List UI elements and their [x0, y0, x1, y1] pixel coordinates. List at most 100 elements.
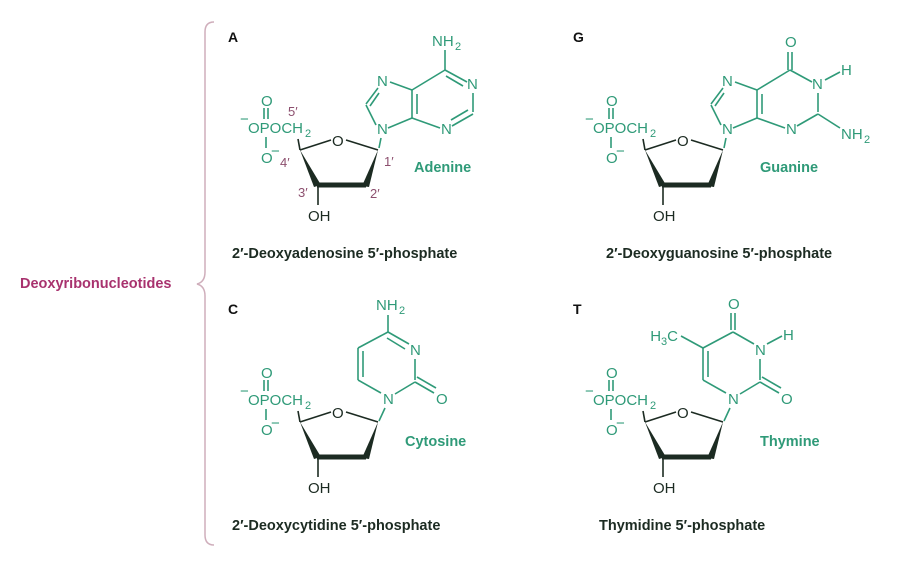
nitrogen-label: N	[722, 121, 733, 138]
oxygen-label: O	[606, 422, 618, 439]
bond	[444, 69, 468, 83]
phosphate-label: OPOCH	[248, 392, 303, 409]
bond	[365, 104, 377, 126]
bond	[759, 381, 780, 394]
oxygen-label: O	[781, 391, 793, 408]
oxygen-label: O	[606, 365, 618, 382]
oxygen-label: O	[436, 391, 448, 408]
bond	[710, 87, 724, 105]
subscript: 2	[650, 400, 656, 412]
phosphate-label: OPOCH	[593, 392, 648, 409]
minus-sign: −	[585, 111, 594, 128]
wedge-bond	[645, 422, 666, 459]
hydroxyl-label: OH	[653, 208, 676, 225]
nitrogen-label: N	[377, 73, 388, 90]
bond	[378, 407, 386, 422]
wedge-bond	[362, 422, 378, 459]
bond	[357, 379, 382, 394]
bond	[416, 376, 437, 389]
nitrogen-label: N	[441, 121, 452, 138]
bond	[817, 113, 841, 129]
prime-4: 4′	[280, 155, 290, 170]
minus-sign: −	[240, 383, 249, 400]
hydrogen-label: H	[841, 62, 852, 79]
base-name: Adenine	[414, 160, 471, 176]
bond	[299, 139, 332, 151]
bond	[297, 138, 301, 151]
bond	[734, 81, 758, 91]
bond	[723, 407, 731, 422]
subscript: 2	[305, 400, 311, 412]
bond	[710, 104, 722, 126]
minus-sign: −	[271, 143, 280, 160]
bond	[345, 411, 379, 423]
methyl-label: H3C	[650, 328, 678, 348]
oxygen-label: O	[785, 34, 797, 51]
hydroxyl-label: OH	[308, 208, 331, 225]
bond	[702, 331, 734, 349]
bond	[365, 87, 379, 105]
wedge-bond	[707, 422, 723, 459]
minus-sign: −	[585, 383, 594, 400]
bond	[411, 117, 441, 129]
bond	[756, 117, 786, 129]
base-name: Guanine	[760, 160, 818, 176]
nitrogen-label: N	[377, 121, 388, 138]
bond	[824, 71, 841, 81]
bond	[690, 139, 724, 151]
bond	[369, 92, 380, 107]
ring-oxygen-label: O	[332, 133, 344, 150]
bond	[714, 92, 725, 107]
bond	[345, 139, 379, 151]
minus-sign: −	[240, 111, 249, 128]
oxygen-label: O	[261, 422, 273, 439]
minus-sign: −	[616, 415, 625, 432]
bond	[451, 113, 474, 127]
nitrogen-label: N	[410, 342, 421, 359]
prime-2: 2′	[370, 186, 380, 201]
subscript: 2	[455, 41, 461, 53]
hydroxyl-label: OH	[653, 480, 676, 497]
bond	[389, 81, 413, 91]
nitrogen-label: N	[812, 76, 823, 93]
bond	[796, 113, 819, 127]
bond	[680, 335, 704, 349]
bond	[789, 69, 813, 83]
ring-oxygen-label: O	[332, 405, 344, 422]
minus-sign: −	[271, 415, 280, 432]
bond	[732, 331, 755, 345]
bond	[411, 69, 446, 91]
prime-1: 1′	[384, 154, 394, 169]
subscript: 2	[399, 305, 405, 317]
prime-3: 3′	[298, 185, 308, 200]
bond	[414, 381, 435, 394]
bond	[297, 410, 301, 423]
base-name: Cytosine	[405, 434, 466, 450]
bond	[761, 376, 782, 389]
ring-oxygen-label: O	[677, 405, 689, 422]
bond	[450, 109, 469, 121]
bond	[739, 381, 761, 395]
nitrogen-label: N	[467, 76, 478, 93]
nitrogen-label: N	[722, 73, 733, 90]
bond	[644, 139, 677, 151]
group-label: Deoxyribonucleotides	[20, 276, 171, 292]
bond	[378, 137, 382, 149]
wedge-bond	[707, 150, 723, 187]
panel-letter: A	[228, 29, 238, 45]
bond	[723, 137, 727, 149]
bond	[642, 138, 646, 151]
panel-letter: T	[573, 301, 582, 317]
panel-letter: G	[573, 29, 584, 45]
